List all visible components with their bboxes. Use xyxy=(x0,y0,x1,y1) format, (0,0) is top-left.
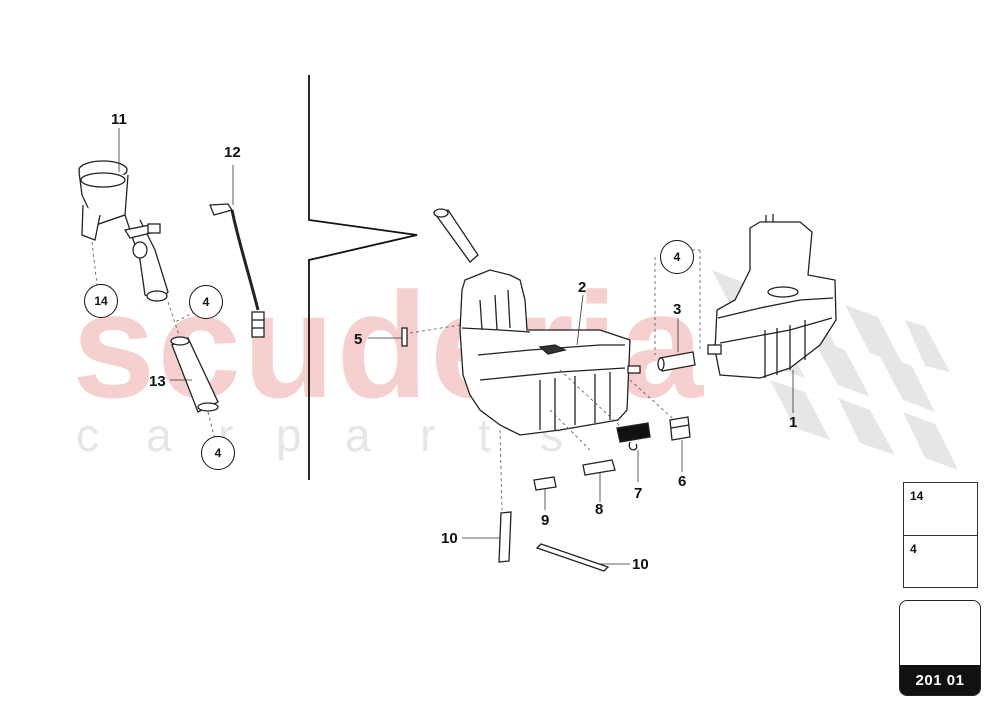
watermark-letter: c xyxy=(76,409,99,461)
vent-line-part-12 xyxy=(209,203,265,338)
watermark-letter: r xyxy=(420,409,436,461)
legend-number: 14 xyxy=(910,489,924,503)
callout-9[interactable]: 9 xyxy=(541,512,550,529)
legend-box: 14 4 xyxy=(903,482,978,588)
callout-6[interactable]: 6 xyxy=(678,473,687,490)
callout-1[interactable]: 1 xyxy=(789,414,798,431)
hose-part-13 xyxy=(170,336,219,413)
callout-10-vertical-strip[interactable]: 10 xyxy=(441,530,458,547)
pipe-part-3 xyxy=(657,351,696,372)
filler-neck-part-11 xyxy=(78,160,169,302)
callout-13[interactable]: 13 xyxy=(149,373,166,390)
page-code: 201 01 xyxy=(900,665,980,695)
callout-11[interactable]: 11 xyxy=(111,111,127,128)
circled-ref-4-right[interactable]: 4 xyxy=(660,240,694,274)
callout-10-diagonal-strip[interactable]: 10 xyxy=(632,556,649,573)
legend-item-14: 14 xyxy=(904,483,977,535)
pad-part-9 xyxy=(533,476,557,491)
watermark-letter: a xyxy=(345,409,371,461)
watermark-letter: p xyxy=(276,409,302,461)
callout-8[interactable]: 8 xyxy=(595,501,604,518)
legend-number: 4 xyxy=(910,542,917,556)
clip-part-5 xyxy=(401,327,408,347)
callout-2[interactable]: 2 xyxy=(578,279,587,296)
watermark-letter: t xyxy=(478,409,491,461)
callout-5[interactable]: 5 xyxy=(354,331,363,348)
circled-ref-4-lower-left[interactable]: 4 xyxy=(201,436,235,470)
strip-part-10 xyxy=(498,511,610,572)
legend-item-4: 4 xyxy=(904,535,977,587)
next-page-button[interactable]: 201 01 xyxy=(899,600,981,696)
watermark-letter: a xyxy=(146,409,172,461)
pad-part-8 xyxy=(582,459,616,476)
callout-3[interactable]: 3 xyxy=(673,301,682,318)
callout-12[interactable]: 12 xyxy=(224,144,241,161)
fuel-tank-part-2 xyxy=(433,208,641,436)
circled-ref-4-upper-left[interactable]: 4 xyxy=(189,285,223,319)
fuel-tank-part-1 xyxy=(707,214,837,379)
pad-part-7 xyxy=(616,422,651,451)
section-divider xyxy=(308,75,418,480)
pad-part-6 xyxy=(669,416,691,441)
callout-7[interactable]: 7 xyxy=(634,485,643,502)
circled-ref-14[interactable]: 14 xyxy=(84,284,118,318)
